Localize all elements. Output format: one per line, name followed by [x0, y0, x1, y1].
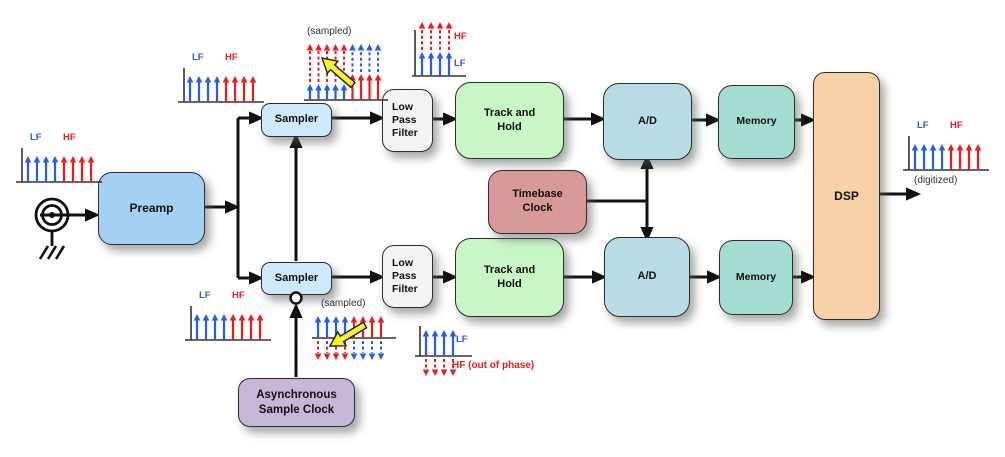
- clock-inversion-bubble: [289, 291, 303, 305]
- lowpass-filter-top-block: Low Pass Filter: [382, 89, 433, 152]
- lf-label: LF: [456, 334, 468, 345]
- lf-label: LF: [454, 58, 466, 69]
- aliasing-arrow-icon: [328, 321, 368, 347]
- memory-top-block: Memory: [718, 85, 795, 159]
- hf-out-of-phase-label: HF (out of phase): [452, 360, 535, 371]
- lf-label: LF: [192, 52, 204, 63]
- sampled-caption: (sampled): [307, 26, 352, 37]
- adc-bottom-block: A/D: [604, 237, 690, 317]
- input-spectrum: LF HF: [14, 130, 106, 186]
- async-sample-clock-block: Asynchronous Sample Clock: [238, 378, 355, 427]
- preamp-output-spectrum: LF HF: [176, 50, 268, 106]
- sampled-caption: (sampled): [321, 298, 366, 309]
- memory-bottom-block: Memory: [719, 240, 793, 315]
- lf-label: LF: [199, 290, 211, 301]
- filtered-spectrum-top: HF LF: [410, 18, 506, 80]
- input-connector-icon: [34, 197, 70, 260]
- hf-label: HF: [63, 132, 76, 143]
- lf-label: LF: [917, 120, 929, 131]
- hf-label: HF: [225, 52, 238, 63]
- sampler-bottom-block: Sampler: [261, 262, 332, 295]
- sampler-top-block: Sampler: [261, 103, 332, 137]
- sampled-spectrum-top: (sampled): [300, 26, 392, 104]
- filtered-spectrum-bottom: LF HF (out of phase): [412, 318, 544, 380]
- timebase-clock-block: Timebase Clock: [488, 170, 587, 234]
- spectrum-canvas: [304, 44, 388, 101]
- digitized-spectrum: LF HF (digitized): [901, 118, 993, 192]
- spectrum-canvas: [312, 316, 396, 360]
- lowpass-filter-bottom-block: Low Pass Filter: [382, 245, 433, 308]
- spectrum-canvas: [903, 136, 989, 171]
- hf-label: HF: [232, 290, 245, 301]
- lf-label: LF: [30, 132, 42, 143]
- bottom-input-spectrum: LF HF: [183, 288, 275, 344]
- digitized-caption: (digitized): [914, 175, 958, 186]
- spectrum-canvas: [412, 22, 466, 77]
- dsp-block: DSP: [813, 72, 880, 320]
- track-and-hold-bottom-block: Track and Hold: [455, 238, 564, 317]
- preamp-block: Preamp: [98, 172, 205, 245]
- spectrum-canvas: [178, 68, 264, 103]
- track-and-hold-top-block: Track and Hold: [455, 82, 564, 159]
- spectrum-canvas: [185, 306, 271, 341]
- spectrum-canvas: [16, 148, 102, 183]
- adc-top-block: A/D: [603, 83, 692, 160]
- hf-label: HF: [950, 120, 963, 131]
- aliasing-arrow-icon: [320, 57, 357, 89]
- hf-label: HF: [454, 31, 467, 42]
- sampled-spectrum-bottom: (sampled): [308, 298, 400, 374]
- spectrum-canvas: [415, 326, 472, 376]
